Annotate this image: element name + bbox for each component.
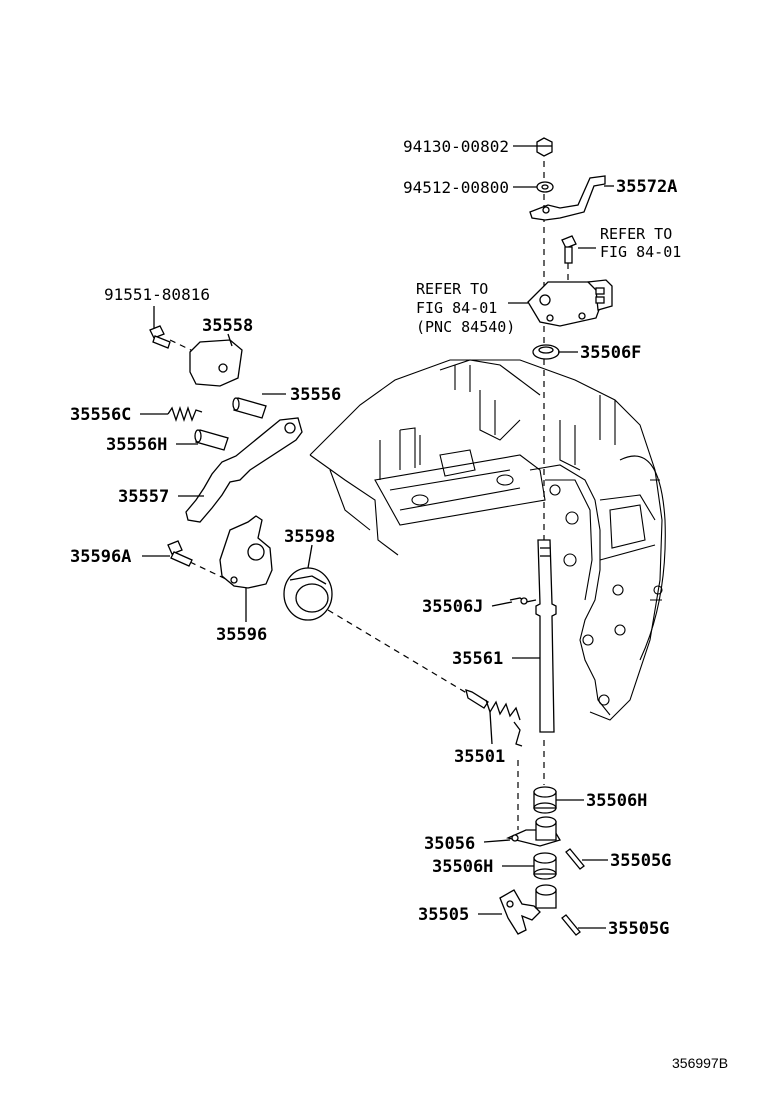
manual-shaft-35561-part <box>535 539 557 733</box>
bolt-axis-line <box>169 339 196 353</box>
bushing-35506H-lower-part <box>533 852 557 880</box>
label-35501: 35501 <box>454 747 505 767</box>
label-35596A: 35596A <box>70 547 131 567</box>
label-refer-right-line2: FIG 84-01 <box>600 243 681 261</box>
label-35596: 35596 <box>216 625 267 645</box>
detent-axis-line <box>327 609 471 696</box>
bracket-bolt-axis-line <box>189 561 229 581</box>
detent-spring-35501-part <box>465 689 523 747</box>
label-35056: 35056 <box>424 834 475 854</box>
lever-35505-part <box>499 884 557 935</box>
label-refer-left-line2: FIG 84-01 <box>416 299 497 317</box>
bolt-35596A-part <box>167 540 193 567</box>
bolt-refer-part <box>561 235 577 282</box>
label-refer-left-line1: REFER TO <box>416 280 488 298</box>
bushing-35506H-upper-part <box>533 786 557 814</box>
label-35572A: 35572A <box>616 177 677 197</box>
label-35556C: 35556C <box>70 405 131 425</box>
label-35506H-middle: 35506H <box>586 791 647 811</box>
label-35598: 35598 <box>284 527 335 547</box>
label-35505: 35505 <box>418 905 469 925</box>
label-refer-left-line3: (PNC 84540) <box>416 318 515 336</box>
label-91551-80816: 91551-80816 <box>104 285 210 304</box>
plate-35558-part <box>189 339 243 387</box>
oil-seal-35506F-part <box>532 344 560 360</box>
label-35557: 35557 <box>118 487 169 507</box>
bracket-35596-part <box>219 515 273 589</box>
label-35505G-upper: 35505G <box>610 851 671 871</box>
label-35556H-top: 35556H <box>106 435 167 455</box>
label-35505G-lower: 35505G <box>608 919 669 939</box>
neutral-start-switch-part <box>527 279 613 327</box>
washer-94512-00800-part <box>536 181 554 193</box>
bolt-91551-80816-part <box>149 325 171 349</box>
label-35561: 35561 <box>452 649 503 669</box>
label-35558: 35558 <box>202 316 253 336</box>
manual-valve-lever-35557-part <box>185 417 303 523</box>
pin-35506J-part <box>509 597 537 605</box>
label-35506J: 35506J <box>422 597 483 617</box>
figure-id: 356997B <box>672 1055 728 1071</box>
nut-94130-00802-part <box>536 137 553 157</box>
label-35556: 35556 <box>290 385 341 405</box>
leader-lines <box>140 145 614 929</box>
detent-plate-35598-part <box>283 567 333 621</box>
pin-35556H-part <box>194 429 229 451</box>
label-94130-00802: 94130-00802 <box>403 137 509 156</box>
transaxle-case-drawing <box>309 359 666 721</box>
collar-35056-part <box>506 816 561 847</box>
label-35506H-lower: 35506H <box>432 857 493 877</box>
label-refer-right-line1: REFER TO <box>600 225 672 243</box>
pin-35505G-upper-part <box>565 848 585 870</box>
label-35506F: 35506F <box>580 343 641 363</box>
pin-35556-part <box>232 397 267 419</box>
label-94512-00800: 94512-00800 <box>403 178 509 197</box>
spring-35556C-part <box>167 405 203 423</box>
pin-35505G-lower-part <box>561 914 581 936</box>
